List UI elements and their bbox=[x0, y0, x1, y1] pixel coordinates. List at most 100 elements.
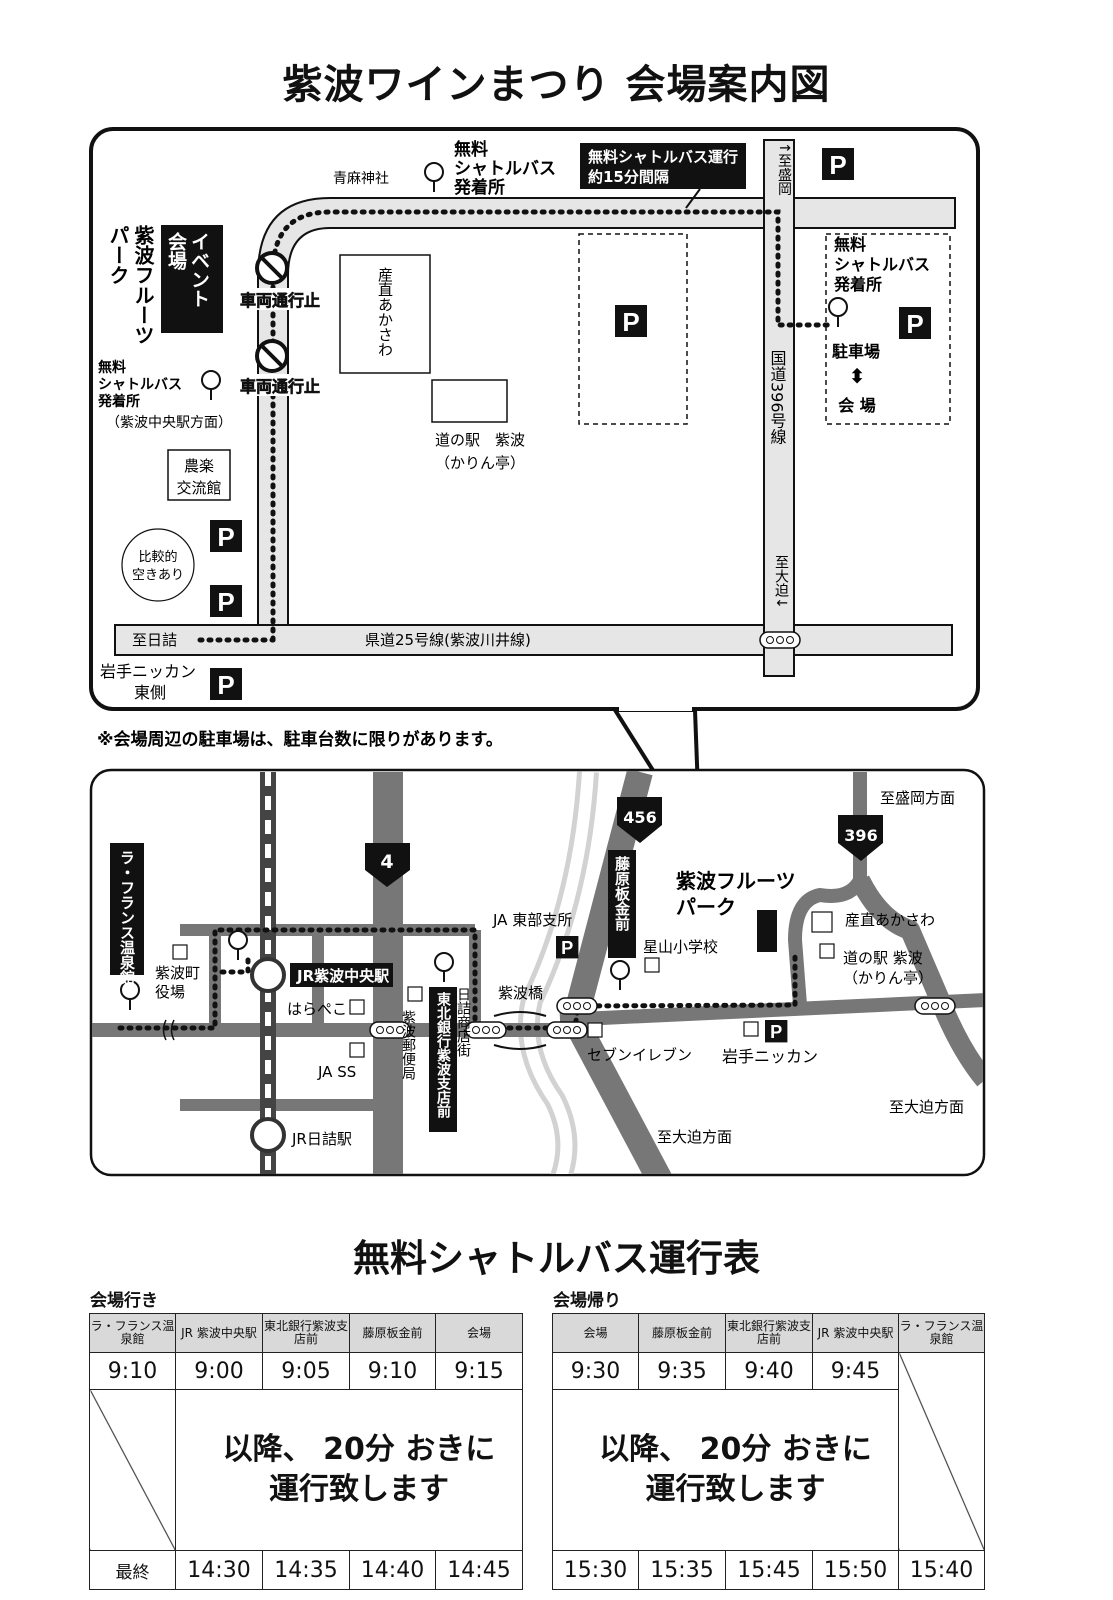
nouraku-label: 農楽 bbox=[184, 457, 214, 475]
relatively-empty-circle bbox=[121, 528, 195, 602]
town-office-label: 紫波町 bbox=[155, 964, 200, 982]
time-cell: 9:35 bbox=[638, 1352, 726, 1390]
col-header: 会場 bbox=[435, 1313, 523, 1353]
station-icon bbox=[250, 957, 286, 993]
shopping-street-label: 日詰商店街 bbox=[455, 987, 471, 1057]
no-service-cell bbox=[89, 1389, 176, 1551]
parking-icon bbox=[822, 148, 854, 180]
return-caption: 会場帰り bbox=[553, 1291, 621, 1311]
shuttle-stop-label: 発着所 bbox=[833, 275, 882, 294]
route-396-label: 396 bbox=[844, 826, 877, 845]
shuttle-note: 無料シャトルバス運行 bbox=[588, 148, 738, 166]
iwate-nikkan-label: 岩手ニッカン bbox=[100, 662, 196, 681]
return-timetable: 会場 藤原板金前 東北銀行紫波支店前 JR 紫波中央駅 ラ・フランス温泉館 9:… bbox=[552, 1313, 985, 1590]
fruit-park-sublabel: パーク bbox=[676, 895, 736, 919]
interval-message-line: 運行致します bbox=[645, 1472, 826, 1507]
ja-ss-label: JA SS bbox=[317, 1063, 356, 1081]
callout-frame bbox=[89, 127, 980, 711]
traffic-light-icon bbox=[759, 631, 801, 649]
parking-notice: ※会場周辺の駐車場は、駐車台数に限りがあります。 bbox=[97, 729, 503, 750]
time-cell: 15:45 bbox=[725, 1550, 813, 1590]
area-map: 4 456 396 bbox=[89, 768, 986, 1177]
route-456-shield bbox=[617, 797, 662, 843]
michinoeki-label: 道の駅 紫波 bbox=[435, 431, 525, 449]
shuttle-stop-label: 発着所 bbox=[453, 177, 505, 198]
route-396-label: 国道396号線 bbox=[768, 350, 787, 445]
michinoeki-sublabel: （かりん亭） bbox=[843, 969, 933, 987]
la-france-label: ラ・フランス温泉館 bbox=[118, 850, 136, 986]
traffic-light-icon bbox=[556, 997, 598, 1015]
timetable-title: 無料シャトルバス運行表 bbox=[353, 1237, 760, 1280]
time-cell: 9:15 bbox=[435, 1352, 523, 1390]
time-cell: 15:35 bbox=[638, 1550, 726, 1590]
interval-message-line: 運行致します bbox=[269, 1472, 449, 1507]
to-hizume-label: 至日詰 bbox=[132, 631, 177, 649]
iwate-nikkan-sublabel: 東側 bbox=[134, 683, 166, 702]
shiwa-bridge-label: 紫波橋 bbox=[498, 984, 543, 1002]
parking-icon bbox=[556, 936, 579, 959]
park-sublabel: パーク bbox=[106, 225, 130, 285]
shuttle-stop-label: 無料 bbox=[98, 359, 126, 376]
route-396-shield bbox=[838, 815, 883, 861]
shuttle-note-box bbox=[580, 143, 746, 189]
no-entry-icon bbox=[255, 251, 289, 285]
parking-venue-label: 駐車場 bbox=[832, 342, 880, 361]
relatively-empty-sublabel: 空きあり bbox=[132, 568, 184, 583]
shuttle-stop-label: 発着所 bbox=[97, 393, 140, 410]
col-header: 会場 bbox=[552, 1313, 639, 1353]
parking-venue-sublabel: 会 場 bbox=[838, 396, 876, 415]
route-4-label: 4 bbox=[380, 851, 393, 873]
jr-hizume-station-label: JR日詰駅 bbox=[291, 1130, 352, 1148]
to-oohasama-label: 至大迫方面 bbox=[657, 1128, 732, 1146]
sanchoku-building bbox=[339, 254, 431, 374]
sanchoku-label: 産直あかさわ bbox=[376, 267, 394, 357]
shuttle-stop-direction: （紫波中央駅方面） bbox=[106, 415, 232, 431]
nouraku-building bbox=[167, 449, 231, 501]
time-cell: 15:50 bbox=[812, 1550, 899, 1590]
event-venue-box bbox=[161, 225, 223, 333]
last-label: 最終 bbox=[89, 1550, 176, 1590]
parking-icon bbox=[210, 520, 242, 552]
time-cell: 14:45 bbox=[435, 1550, 523, 1590]
relatively-empty-label: 比較的 bbox=[138, 549, 177, 565]
col-header: 東北銀行紫波支店前 bbox=[725, 1313, 813, 1353]
time-cell: 9:00 bbox=[175, 1352, 263, 1390]
time-cell: 9:40 bbox=[725, 1352, 813, 1390]
parking-area-center bbox=[578, 233, 688, 425]
time-cell: 15:30 bbox=[552, 1550, 639, 1590]
ja-east-label: JA 東部支所 bbox=[492, 911, 572, 929]
to-oohasama-label: 至大迫↓ bbox=[773, 555, 789, 609]
jr-shiwa-station-label: JR紫波中央駅 bbox=[296, 967, 390, 985]
seven-eleven-label: セブンイレブン bbox=[587, 1046, 692, 1064]
shrine-label: 青麻神社 bbox=[333, 171, 389, 187]
col-header: ラ・フランス温泉館 bbox=[89, 1313, 176, 1353]
traffic-light-icon bbox=[914, 997, 956, 1015]
interval-message: 以降、 20分 おきに 運行致します bbox=[552, 1389, 899, 1551]
shuttle-stop-label: 無料 bbox=[834, 235, 866, 254]
sanchoku-label: 産直あかさわ bbox=[845, 911, 935, 929]
outbound-timetable: ラ・フランス温泉館 JR 紫波中央駅 東北銀行紫波支店前 藤原板金前 会場 9:… bbox=[89, 1313, 523, 1590]
pref-road-label: 県道25号線(紫波川井線) bbox=[365, 631, 531, 649]
time-cell: 9:10 bbox=[349, 1352, 436, 1390]
fruit-park-label: 紫波フルーツ bbox=[676, 869, 796, 893]
time-cell: 9:10 bbox=[89, 1352, 176, 1390]
station-icon bbox=[250, 1117, 286, 1153]
event-venue-label: イベント bbox=[188, 232, 210, 308]
no-entry-icon bbox=[255, 339, 289, 373]
parking-icon bbox=[210, 668, 242, 700]
outbound-caption: 会場行き bbox=[90, 1291, 158, 1311]
time-cell: 9:30 bbox=[552, 1352, 639, 1390]
col-header: 藤原板金前 bbox=[349, 1313, 436, 1353]
iwate-nikkan-label: 岩手ニッカン bbox=[722, 1047, 818, 1066]
shuttle-stop-label: 無料 bbox=[454, 139, 488, 160]
shuttle-stop-label: シャトルバス bbox=[834, 255, 930, 274]
time-cell: 14:40 bbox=[349, 1550, 436, 1590]
parking-area-right bbox=[825, 233, 951, 425]
michinoeki-label: 道の駅 紫波 bbox=[843, 949, 923, 967]
time-cell: 15:40 bbox=[898, 1550, 985, 1590]
shuttle-stop-label: シャトルバス bbox=[98, 377, 182, 393]
harapeko-label: はらぺこ bbox=[287, 1000, 347, 1018]
page-title: 紫波ワインまつり 会場案内図 bbox=[282, 62, 831, 108]
interval-message-line: 以降、 20分 おきに bbox=[599, 1432, 872, 1467]
michinoeki-building bbox=[431, 379, 508, 423]
